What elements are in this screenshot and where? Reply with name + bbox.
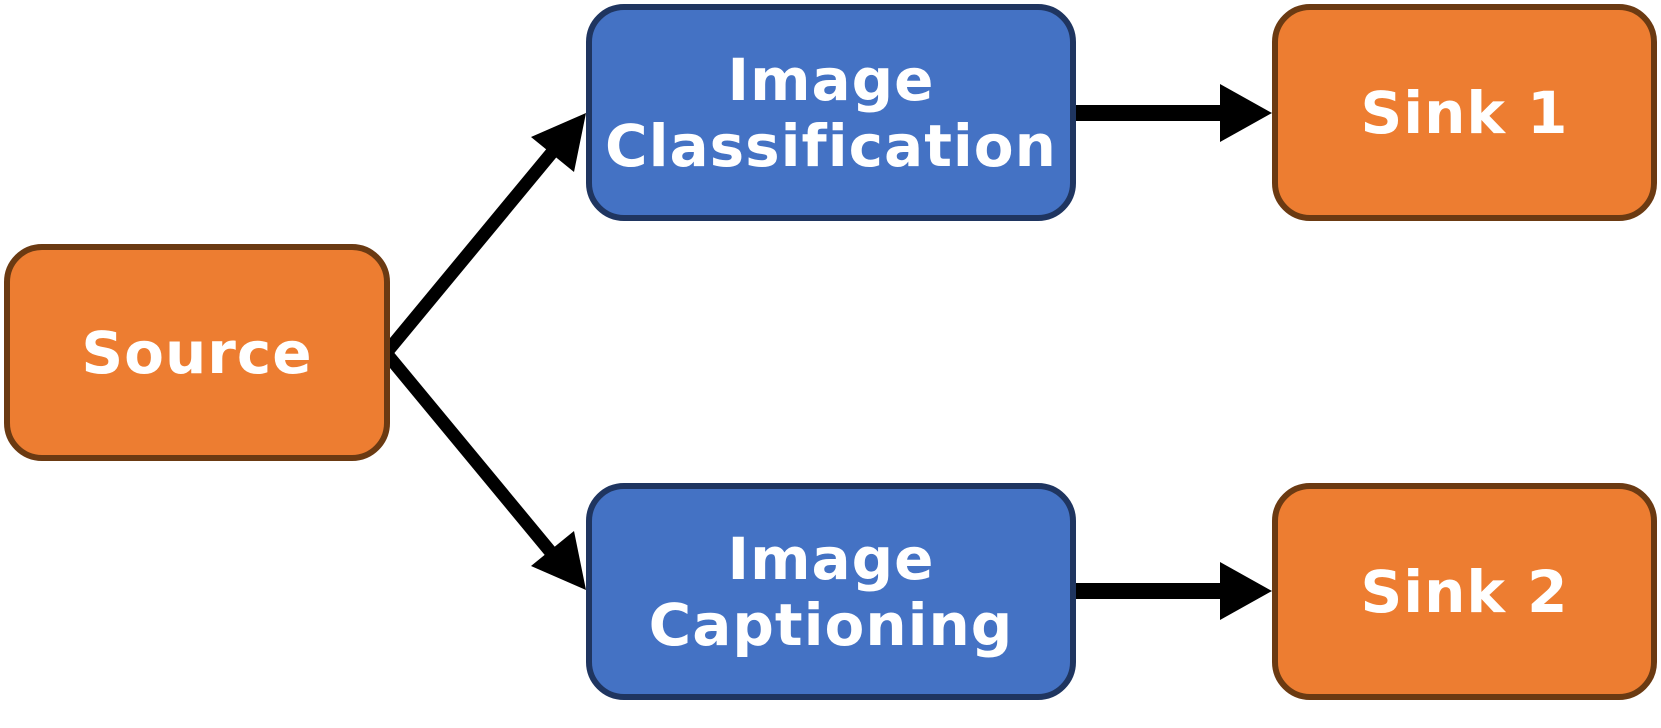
edge-classification-to-sink1 [1076,84,1272,142]
image-captioning-label: Image Captioning [648,524,1014,659]
edge-source-to-classification [380,113,586,358]
sink-2-label: Sink 2 [1360,557,1569,626]
edge-captioning-to-sink2 [1076,562,1272,620]
source-node: Source [4,244,390,461]
source-label: Source [81,318,313,387]
sink-1-label: Sink 1 [1360,78,1569,147]
sink-2-node: Sink 2 [1272,483,1657,700]
image-classification-label: Image Classification [605,45,1057,180]
image-captioning-node: Image Captioning [586,483,1076,700]
edge-source-to-captioning [380,348,586,590]
image-classification-node: Image Classification [586,4,1076,221]
sink-1-node: Sink 1 [1272,4,1657,221]
